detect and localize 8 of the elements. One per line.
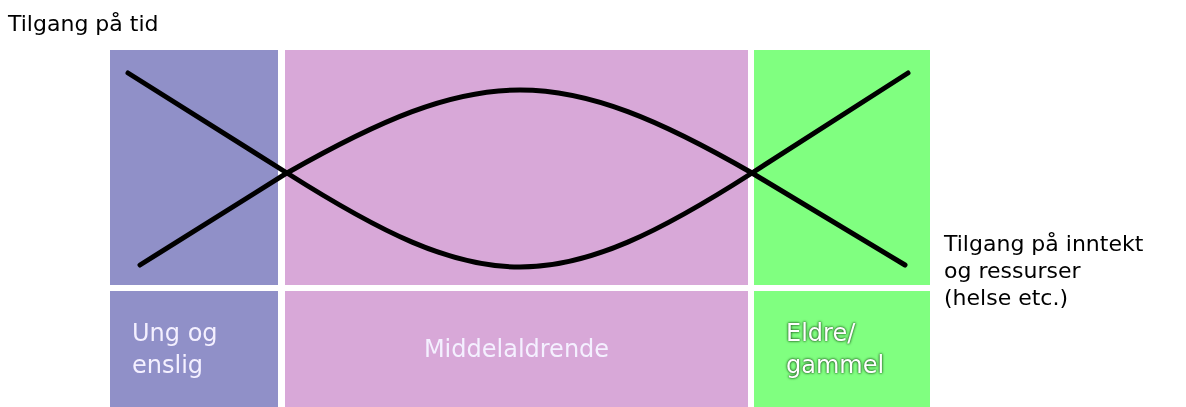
age-group-box [754, 291, 930, 407]
age-group-label: Eldre/ gammel [786, 318, 886, 381]
curve-label: Tilgang på tid [8, 10, 160, 37]
age-group-box [110, 291, 278, 407]
age-group-label: Ung og enslig [132, 318, 219, 381]
curve-label: Tilgang på inntekt og ressurser (helse etc.) [944, 230, 1145, 311]
age-group-box [285, 291, 748, 407]
age-group-label: Middelaldrende [423, 334, 610, 365]
